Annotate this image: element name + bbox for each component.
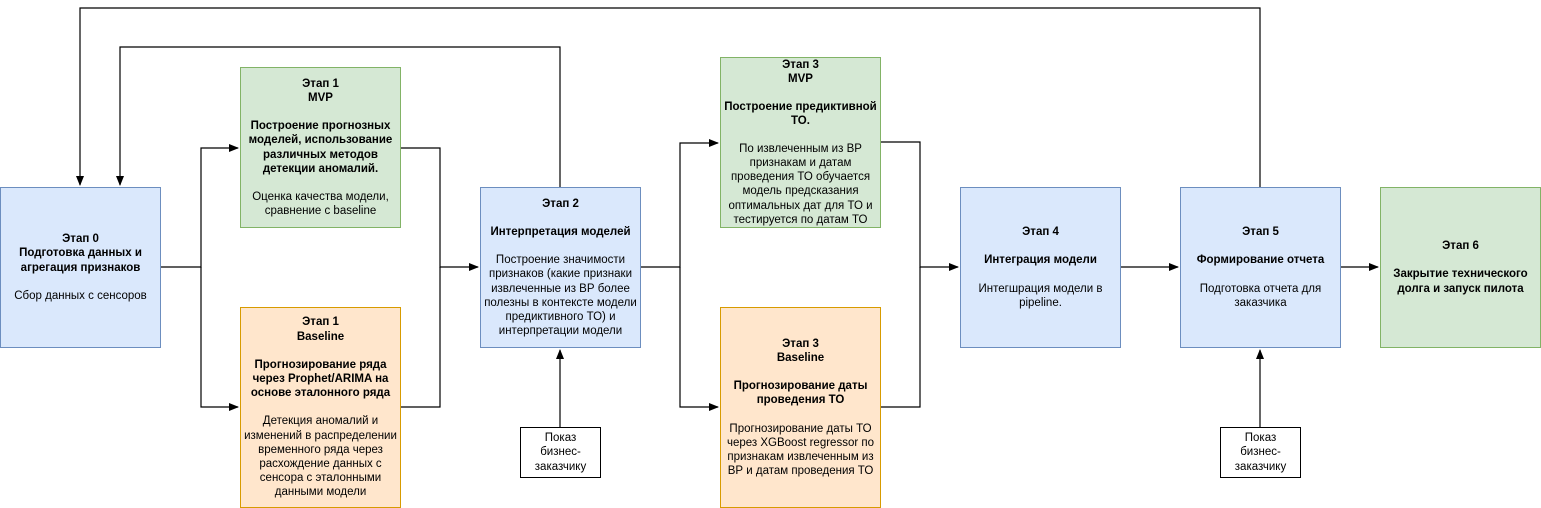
stage5-desc: Подготовка отчета для заказчика xyxy=(1199,282,1322,309)
stage3-mvp-tag: MVP xyxy=(788,73,813,86)
edge-stage0-stage1-mvp xyxy=(160,144,239,268)
demo-node-2: Показ бизнес-заказчику xyxy=(1220,427,1301,478)
stage1-baseline-desc: Детекция аномалий и изменений в распреде… xyxy=(244,415,397,499)
stage0-name: Подготовка данных и агрегация признаков xyxy=(19,247,142,274)
stage2-desc: Построение значимости признаков (какие п… xyxy=(484,254,637,338)
stage6-node: Этап 6 Закрытие технического долга и зап… xyxy=(1380,187,1541,348)
stage1-mvp-tag: MVP xyxy=(308,91,333,104)
stage3-baseline-name: Прогнозирование даты проведения ТО xyxy=(733,380,868,407)
edge-stage0-stage1-baseline xyxy=(200,267,239,411)
stage0-node: Этап 0 Подготовка данных и агрегация при… xyxy=(0,187,161,348)
stage3-baseline-desc: Прогнозирование даты ТО через XGBoost re… xyxy=(726,422,874,478)
stage3-mvp-title: Этап 3 xyxy=(782,59,819,71)
stage2-title: Этап 2 xyxy=(542,197,579,210)
stage3-mvp-name: Построение предиктивной ТО. xyxy=(724,100,877,128)
stage2-name: Интерпретация моделей xyxy=(490,225,631,238)
stage1-mvp-title: Этап 1 xyxy=(302,77,339,90)
stage6-title: Этап 6 xyxy=(1442,240,1479,253)
stage1-mvp-name: Построение прогнозных моделей, использов… xyxy=(248,120,393,175)
edge-stage2-stage3-mvp xyxy=(640,139,719,268)
stage5-title: Этап 5 xyxy=(1242,226,1279,239)
edge-stage1-mvp-stage2 xyxy=(400,147,479,271)
stage3-mvp-desc: По извлеченным из ВР признакам и датам п… xyxy=(728,142,873,226)
edge-stage5-loop-stage0 xyxy=(76,7,1261,187)
stage1-mvp-node: Этап 1 MVP Построение прогнозных моделей… xyxy=(240,67,401,228)
stage5-name: Формирование отчета xyxy=(1196,254,1325,267)
edge-stage2-loop-stage0 xyxy=(116,46,561,187)
stage3-baseline-tag: Baseline xyxy=(776,351,825,364)
stage2-node: Этап 2 Интерпретация моделей Построение … xyxy=(480,187,641,348)
stage4-title: Этап 4 xyxy=(1022,226,1059,239)
demo-label-2: Показ бизнес-заказчику xyxy=(1234,432,1287,473)
stage1-baseline-tag: Baseline xyxy=(296,330,345,343)
stage1-baseline-title: Этап 1 xyxy=(302,316,339,329)
stage0-desc: Сбор данных с сенсоров xyxy=(14,289,147,302)
stage3-mvp-node: Этап 3 MVP Построение предиктивной ТО. П… xyxy=(720,57,881,228)
stage4-node: Этап 4 Интеграция модели Интегшрация мод… xyxy=(960,187,1121,348)
stage1-baseline-node: Этап 1 Baseline Прогнозирование ряда чер… xyxy=(240,307,401,508)
demo-node-1: Показ бизнес-заказчику xyxy=(520,427,601,478)
stage4-desc: Интегшрация модели в pipeline. xyxy=(978,282,1103,309)
edge-stage3-baseline-stage4 xyxy=(880,267,921,408)
demo-label-1: Показ бизнес-заказчику xyxy=(534,432,587,473)
stage1-baseline-name: Прогнозирование ряда через Prophet/ARIMA… xyxy=(250,358,391,400)
stage1-mvp-desc: Оценка качества модели, сравнение с base… xyxy=(252,190,389,218)
stage3-baseline-node: Этап 3 Baseline Прогнозирование даты про… xyxy=(720,307,881,508)
stage4-name: Интеграция модели xyxy=(984,254,1097,267)
stage0-title: Этап 0 xyxy=(62,233,99,246)
edge-stage2-stage3-baseline xyxy=(679,267,719,411)
edge-stage1-baseline-stage2 xyxy=(400,267,441,408)
edge-stage3-mvp-stage4 xyxy=(880,141,959,271)
stage6-name: Закрытие технического долга и запуск пил… xyxy=(1393,268,1528,295)
stage5-node: Этап 5 Формирование отчета Подготовка от… xyxy=(1180,187,1341,348)
stage3-baseline-title: Этап 3 xyxy=(782,337,819,350)
